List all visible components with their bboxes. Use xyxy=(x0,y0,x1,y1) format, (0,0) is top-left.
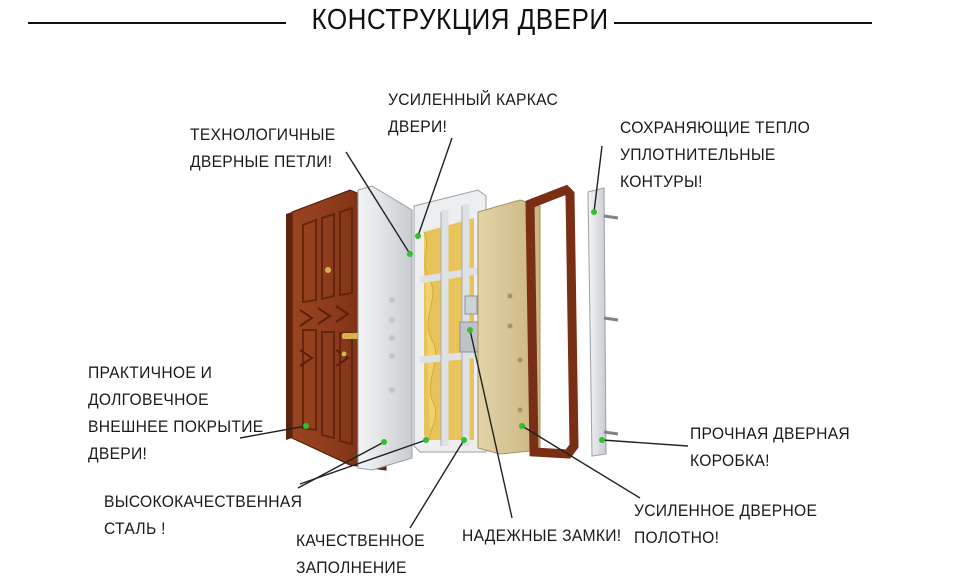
pointer-seals xyxy=(593,145,603,213)
label-filling: КАЧЕСТВЕННОЕ ЗАПОЛНЕНИЕ xyxy=(296,531,425,577)
label-reinforced-frame: УСИЛЕННЫЙ КАРКАС ДВЕРИ! xyxy=(388,90,559,136)
pointer-leaf xyxy=(521,425,641,499)
pointer-frame xyxy=(417,137,453,237)
page-title: КОНСТРУКЦИЯ ДВЕРИ xyxy=(311,4,609,36)
pointer-steel-2 xyxy=(299,439,427,485)
keyhole-icon xyxy=(325,267,331,273)
label-door-box: ПРОЧНАЯ ДВЕРНАЯ КОРОБКА! xyxy=(690,424,850,470)
reinforced-frame xyxy=(413,189,487,453)
label-sealing-contours: СОХРАНЯЮЩИЕ ТЕПЛО УПЛОТНИТЕЛЬНЫЕ КОНТУРЫ… xyxy=(620,118,811,191)
title-rule-left xyxy=(28,22,286,24)
door-box xyxy=(525,184,619,459)
pointer-locks xyxy=(469,329,513,519)
label-door-leaf: УСИЛЕННОЕ ДВЕРНОЕ ПОЛОТНО! xyxy=(634,501,818,547)
header: КОНСТРУКЦИЯ ДВЕРИ xyxy=(0,0,961,46)
pointer-coating xyxy=(239,425,307,439)
pointer-box xyxy=(601,439,689,447)
label-locks: НАДЕЖНЫЕ ЗАМКИ! xyxy=(462,526,622,545)
pointer-lines xyxy=(239,137,689,529)
label-outer-coating: ПРАКТИЧНОЕ И ДОЛГОВЕЧНОЕ ВНЕШНЕЕ ПОКРЫТИ… xyxy=(88,363,264,463)
inner-panel xyxy=(477,199,541,455)
label-steel: ВЫСОКОКАЧЕСТВЕННАЯ СТАЛЬ ! xyxy=(104,492,303,538)
steel-sheet xyxy=(357,185,413,471)
title-rule-right xyxy=(614,22,872,24)
pointer-filling xyxy=(409,439,465,529)
label-door-hinges: ТЕХНОЛОГИЧНЫЕ ДВЕРНЫЕ ПЕТЛИ! xyxy=(190,125,336,171)
pointer-dots xyxy=(303,209,605,445)
pointer-hinges xyxy=(345,151,411,255)
